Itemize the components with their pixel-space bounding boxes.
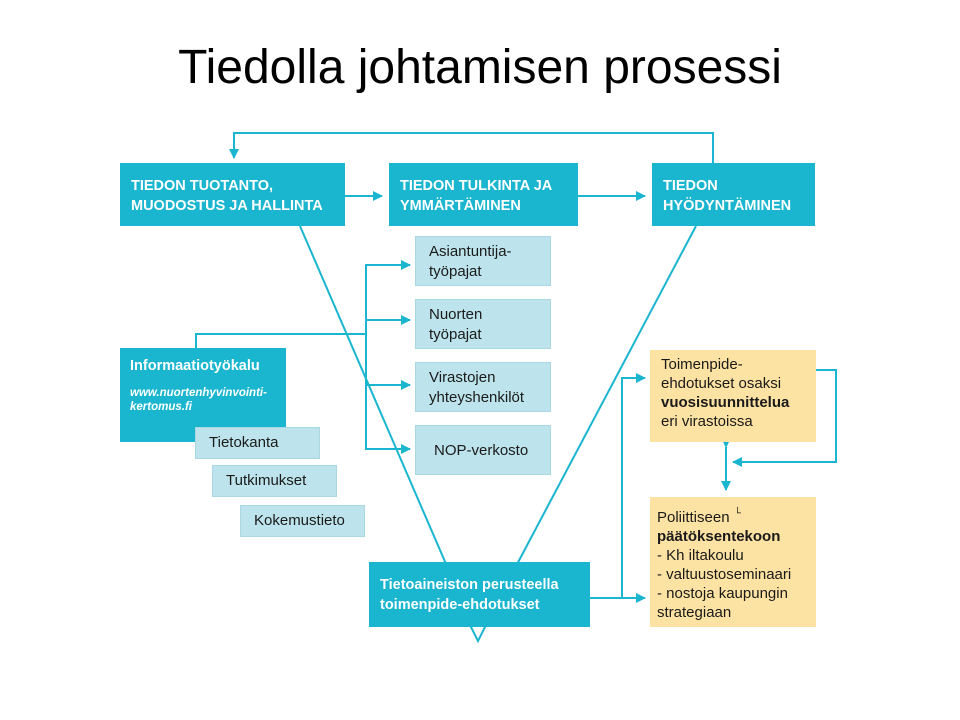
political-box: Poliittiseen └ päätöksentekoon - Kh ilta… bbox=[650, 497, 816, 627]
source-experience-label: Kokemustieto bbox=[254, 512, 345, 529]
stage-utilization: TIEDON HYÖDYNTÄMINEN bbox=[652, 163, 815, 226]
youth-workshops-line1: Nuorten bbox=[429, 306, 483, 323]
actions-box: Toimenpide- ehdotukset osaksi vuosisuunn… bbox=[650, 350, 816, 442]
input-agency-contacts: Virastojen yhteyshenkilöt bbox=[415, 362, 551, 412]
expert-workshops-line1: Asiantuntija- bbox=[429, 243, 512, 260]
arrow-info-to-inputs bbox=[195, 260, 411, 348]
stage-production-line2: MUODOSTUS JA HALLINTA bbox=[131, 198, 323, 214]
agency-contacts-line2: yhteyshenkilöt bbox=[429, 389, 525, 406]
info-tool-title: Informaatiotyökalu bbox=[130, 358, 260, 374]
source-studies: Tutkimukset bbox=[212, 465, 337, 497]
stage-interpretation-line2: YMMÄRTÄMINEN bbox=[400, 198, 521, 214]
stage-utilization-line1: TIEDON bbox=[663, 178, 718, 194]
arrow-political-feedback bbox=[732, 369, 837, 467]
political-line1-wrap: Poliittiseen └ bbox=[657, 504, 816, 527]
info-tool-url-line2: kertomus.fi bbox=[130, 401, 192, 413]
actions-line2: ehdotukset osaksi bbox=[661, 375, 782, 392]
funnel-tip bbox=[469, 624, 487, 644]
political-item4: strategiaan bbox=[657, 604, 732, 621]
source-studies-label: Tutkimukset bbox=[226, 472, 307, 489]
source-database-label: Tietokanta bbox=[209, 434, 279, 451]
stage-interpretation-line1: TIEDON TULKINTA JA bbox=[400, 178, 553, 194]
source-experience: Kokemustieto bbox=[240, 505, 365, 537]
nop-network-label: NOP-verkosto bbox=[434, 442, 529, 459]
page-title: Tiedolla johtamisen prosessi bbox=[178, 41, 782, 94]
arrow-to-nop bbox=[365, 385, 411, 454]
info-tool-url: www.nuortenhyvinvointi- kertomus.fi bbox=[130, 386, 286, 414]
stage-interpretation: TIEDON TULKINTA JA YMMÄRTÄMINEN bbox=[389, 163, 578, 226]
political-item2: - valtuustoseminaari bbox=[657, 566, 792, 583]
political-item1: - Kh iltakoulu bbox=[657, 547, 744, 564]
info-tool-url-line1: www.nuortenhyvinvointi- bbox=[130, 387, 267, 399]
input-youth-workshops: Nuorten työpajat bbox=[415, 299, 551, 349]
input-nop-network: NOP-verkosto bbox=[415, 425, 551, 475]
loop-back-arrow bbox=[229, 132, 714, 163]
actions-line1: Toimenpide- bbox=[661, 356, 743, 373]
outcome-box: Tietoaineiston perusteella toimenpide-eh… bbox=[369, 562, 590, 627]
political-item3: - nostoja kaupungin bbox=[657, 585, 788, 602]
arrow-to-agencies bbox=[365, 334, 411, 390]
actions-line4: eri virastoissa bbox=[661, 413, 753, 430]
political-bold-line: päätöksentekoon bbox=[657, 528, 781, 545]
expert-workshops-line2: työpajat bbox=[429, 263, 482, 280]
political-line1: Poliittiseen bbox=[657, 509, 730, 526]
source-database: Tietokanta bbox=[195, 427, 320, 459]
outcome-line1: Tietoaineiston perusteella bbox=[380, 577, 559, 593]
outcome-line2: toimenpide-ehdotukset bbox=[380, 597, 540, 613]
input-expert-workshops: Asiantuntija- työpajat bbox=[415, 236, 551, 286]
actions-bold-line: vuosisuunnittelua bbox=[661, 394, 790, 411]
agency-contacts-line1: Virastojen bbox=[429, 369, 496, 386]
stage-production-line1: TIEDON TUOTANTO, bbox=[131, 178, 274, 194]
political-mark: └ bbox=[733, 508, 741, 519]
youth-workshops-line2: työpajat bbox=[429, 326, 482, 343]
info-tool-box: Informaatiotyökalu www.nuortenhyvinvoint… bbox=[120, 348, 286, 442]
stage-production: TIEDON TUOTANTO, MUODOSTUS JA HALLINTA bbox=[120, 163, 345, 226]
stage-utilization-line2: HYÖDYNTÄMINEN bbox=[663, 198, 792, 214]
